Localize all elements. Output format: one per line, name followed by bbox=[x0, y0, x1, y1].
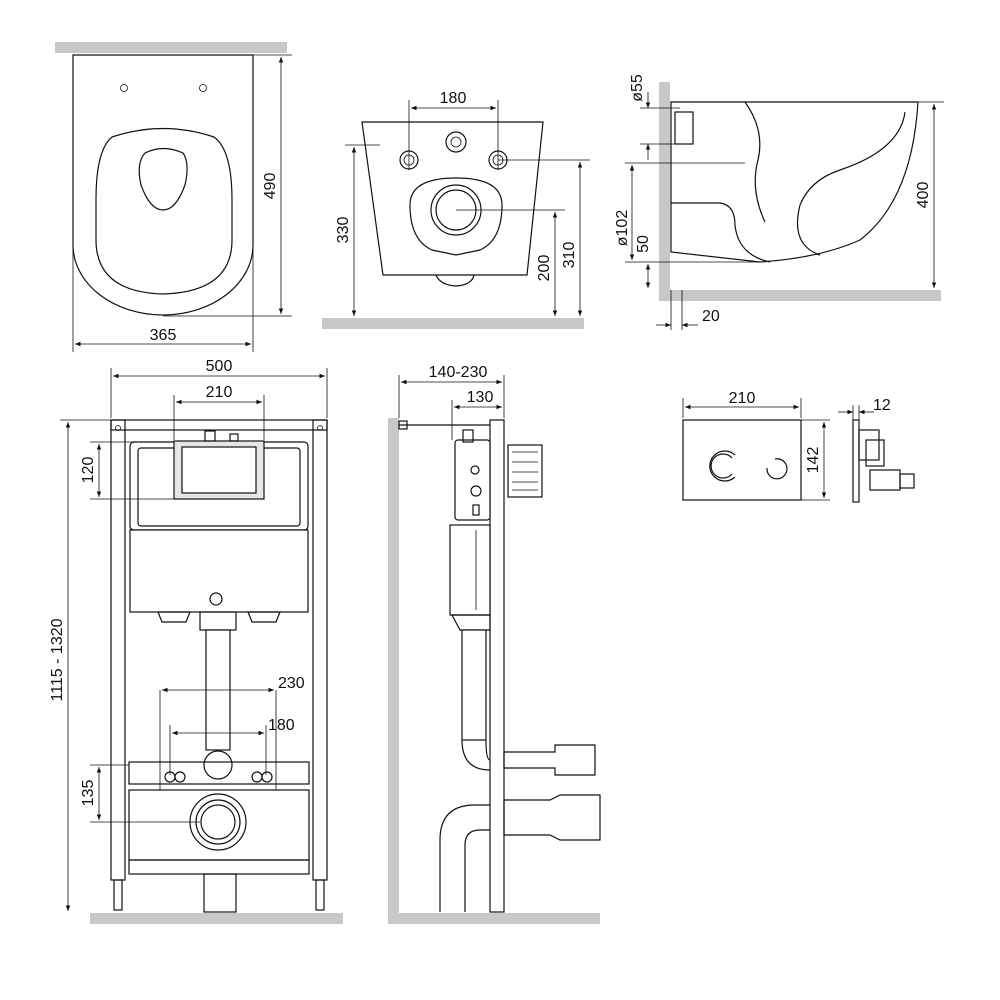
flush-inlet bbox=[445, 131, 467, 153]
dim-wall-gap: 20 bbox=[702, 308, 720, 325]
floor-strip bbox=[388, 913, 600, 924]
dim-frame-height: 1115 - 1320 bbox=[49, 618, 66, 701]
dim-frame-depth-range: 140-230 bbox=[429, 364, 488, 381]
dim-frame-width: 500 bbox=[206, 358, 233, 375]
stud-rail bbox=[128, 761, 310, 785]
bowl-top-view: 490 365 bbox=[55, 42, 292, 352]
connector bbox=[203, 750, 233, 780]
frame-post bbox=[489, 419, 505, 913]
outlet-elbow bbox=[439, 804, 490, 912]
frame-post-right bbox=[312, 419, 328, 881]
dim-plate-height: 142 bbox=[805, 447, 822, 474]
frame-post-left bbox=[110, 419, 126, 881]
bowl-rear-view: 180 330 200 310 bbox=[322, 90, 590, 329]
frame-front-view: 500 210 120 1115 - 1320 230 180 135 bbox=[49, 358, 343, 924]
bowl-side-outline bbox=[670, 101, 919, 263]
outlet-surround bbox=[409, 177, 503, 256]
wall-strip bbox=[388, 418, 399, 923]
floor-strip bbox=[322, 318, 584, 329]
foot bbox=[315, 879, 325, 911]
dim-button-width: 210 bbox=[206, 384, 233, 401]
cistern-body-side bbox=[449, 524, 491, 616]
bowl-outline bbox=[72, 54, 254, 316]
dim-bowl-depth: 490 bbox=[262, 173, 279, 200]
dim-outlet-height: 200 bbox=[536, 255, 553, 282]
plate-side bbox=[852, 419, 860, 503]
wall-strip bbox=[659, 82, 670, 300]
mount-hole bbox=[199, 84, 207, 92]
mount-hole bbox=[120, 84, 128, 92]
dim-mount-height: 310 bbox=[561, 242, 578, 269]
wall-strip bbox=[55, 42, 287, 53]
frame-side-view: 140-230 130 bbox=[388, 364, 601, 924]
dim-frame-depth: 130 bbox=[467, 389, 494, 406]
bowl-side-view: ø55 ø102 50 20 400 bbox=[614, 74, 944, 330]
dim-outlet-height: 135 bbox=[80, 780, 97, 807]
outlet-connector bbox=[503, 794, 601, 841]
dim-outlet-offset: 50 bbox=[635, 235, 652, 253]
inlet-pipe bbox=[674, 111, 694, 145]
dim-holes-spacing: 180 bbox=[440, 90, 467, 107]
dim-stud-inner: 180 bbox=[268, 717, 295, 734]
bowl-opening bbox=[138, 147, 188, 211]
flush-button-small[interactable] bbox=[766, 458, 788, 480]
flush-plate bbox=[682, 419, 802, 501]
seat-outline bbox=[95, 127, 233, 295]
flush-connector bbox=[503, 744, 596, 776]
dim-button-height: 120 bbox=[80, 457, 97, 484]
floor-strip bbox=[659, 290, 941, 301]
dim-bowl-height: 400 bbox=[915, 182, 932, 209]
dim-inlet-dia: ø55 bbox=[629, 74, 646, 102]
dim-stud-outer: 230 bbox=[278, 675, 305, 692]
floor-strip bbox=[90, 913, 343, 924]
dim-plate-width: 210 bbox=[729, 390, 756, 407]
dim-plate-thickness: 12 bbox=[873, 397, 891, 414]
rear-outline bbox=[361, 121, 544, 276]
flush-pipe-side bbox=[461, 629, 487, 741]
button-housing bbox=[507, 444, 543, 498]
frame-top-rail bbox=[110, 419, 328, 431]
dim-outlet-dia: ø102 bbox=[614, 210, 631, 247]
flush-button-large[interactable] bbox=[709, 450, 736, 482]
dim-rear-height: 330 bbox=[335, 217, 352, 244]
cistern-body bbox=[129, 529, 309, 613]
foot bbox=[113, 879, 123, 911]
flush-plate-view: 210 142 12 bbox=[682, 390, 915, 503]
dim-bowl-width: 365 bbox=[150, 327, 177, 344]
